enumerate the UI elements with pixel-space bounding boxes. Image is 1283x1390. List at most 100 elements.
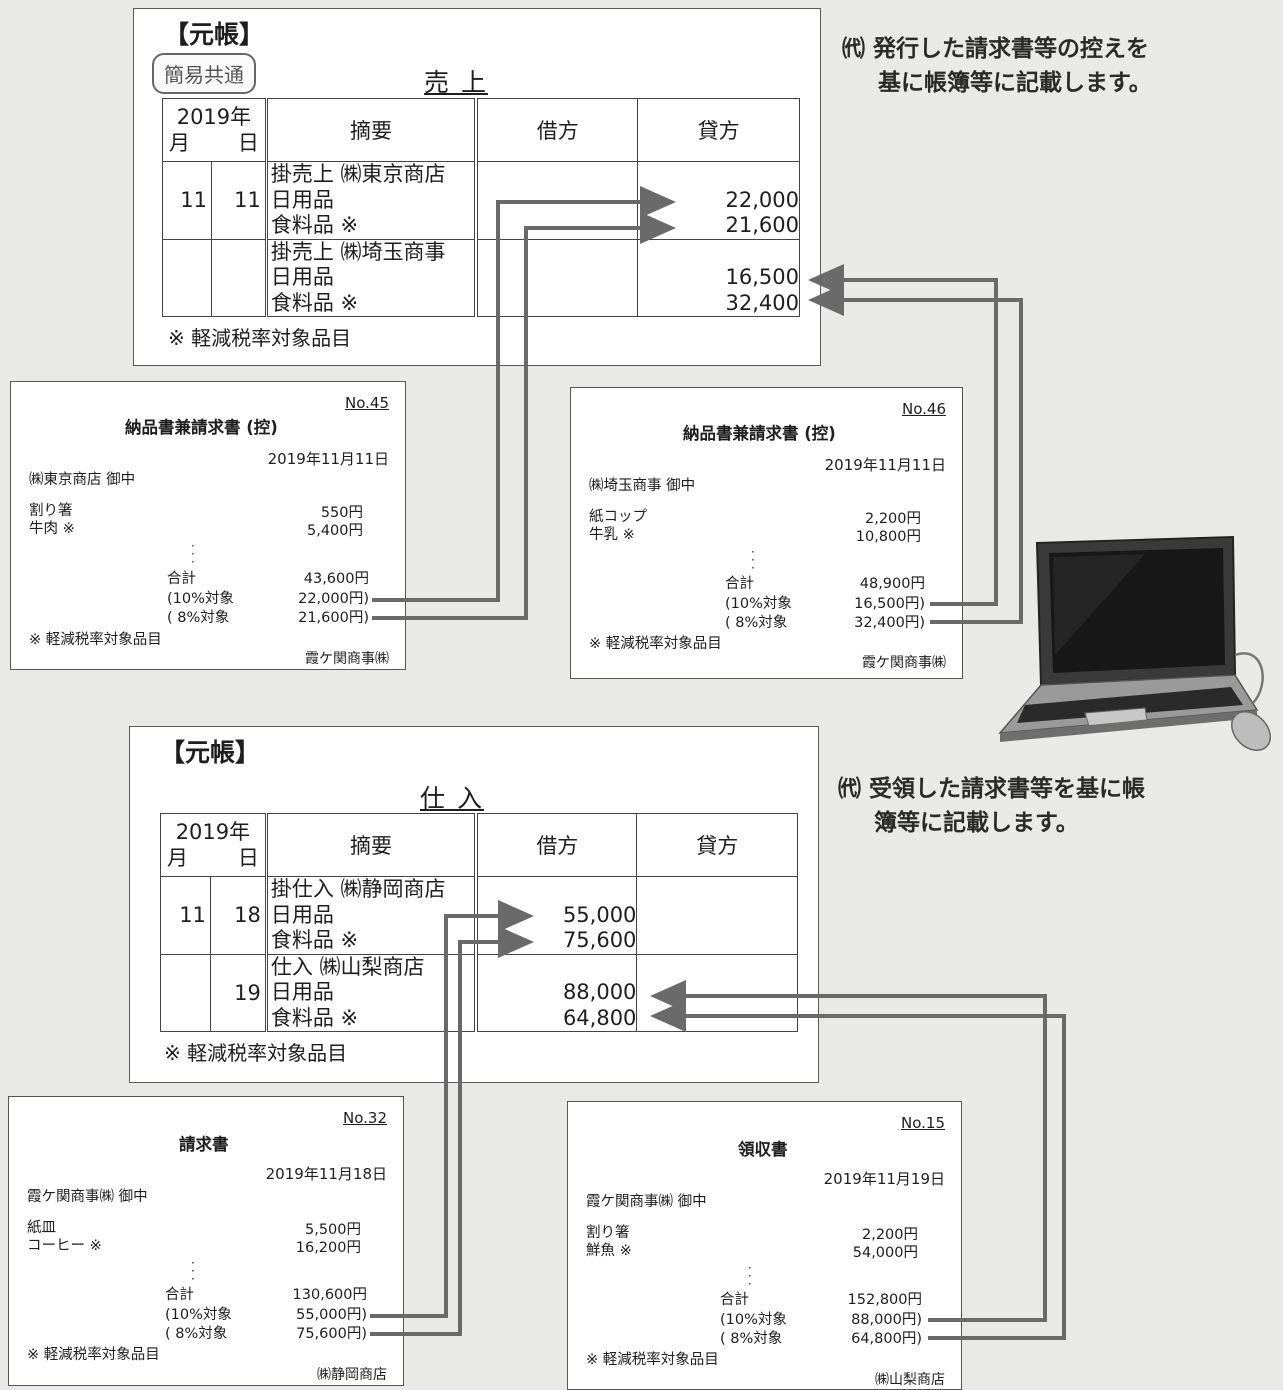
invoice-no32: No.32 請求書 2019年11月18日 霞ケ関商事㈱ 御中 紙皿コーヒー ※… xyxy=(8,1096,404,1386)
credit-value: 32,400 xyxy=(725,290,799,315)
doc-title: 領収書 xyxy=(738,1140,788,1159)
month-cell xyxy=(160,953,211,1032)
ledger-footnote: ※ 軽減税率対象品目 xyxy=(164,1041,348,1065)
month-cell: 11 xyxy=(162,161,212,240)
ledger-header: 【元帳】 xyxy=(164,20,265,49)
doc-items: 割り箸鮮魚 ※ xyxy=(586,1225,632,1259)
summary-cell: 仕入 ㈱山梨商店日用品食料品 ※ xyxy=(264,953,477,1032)
day-cell: 18 xyxy=(209,876,267,955)
doc-footnote: ※ 軽減税率対象品目 xyxy=(586,1352,719,1368)
debit-cell xyxy=(474,238,639,317)
debit-header: 借方 xyxy=(474,813,638,877)
summary-cell: 掛売上 ㈱埼玉商事日用品食料品 ※ xyxy=(264,238,477,317)
doc-footnote: ※ 軽減税率対象品目 xyxy=(29,632,162,648)
credit-value: 22,000 xyxy=(725,187,799,212)
simplified-badge: 簡易共通 xyxy=(152,53,256,94)
debit-value: 88,000 xyxy=(562,980,637,1004)
doc-recipient: 霞ケ関商事㈱ 御中 xyxy=(27,1189,148,1205)
doc-recipient: ㈱東京商店 御中 xyxy=(29,472,136,488)
doc-items: 割り箸牛肉 ※ xyxy=(29,503,75,537)
doc-issuer: 霞ケ関商事㈱ xyxy=(862,655,946,671)
arrow-no45-10pct xyxy=(372,186,676,602)
arrow-no46-8pct xyxy=(808,284,1023,624)
arrow-no15-10pct xyxy=(650,980,1047,1322)
month-cell: 11 xyxy=(160,876,211,955)
doc-issuer: ㈱山梨商店 xyxy=(875,1372,945,1388)
doc-date: 2019年11月19日 xyxy=(823,1170,945,1188)
invoice-copy-no46: No.46 納品書兼請求書 (控) 2019年11月11日 ㈱埼玉商事 御中 紙… xyxy=(570,387,963,679)
doc-number: No.15 xyxy=(901,1114,945,1132)
summary-cell: 掛売上 ㈱東京商店日用品食料品 ※ xyxy=(264,161,477,240)
debit-header: 借方 xyxy=(474,98,639,162)
month-cell xyxy=(162,238,212,317)
credit-header: 貸方 xyxy=(637,98,800,162)
summary-header: 摘要 xyxy=(264,813,477,877)
mouse-icon xyxy=(1231,711,1271,751)
day-cell: 11 xyxy=(210,161,267,240)
day-cell: 19 xyxy=(209,953,267,1032)
credit-value: 21,600 xyxy=(725,213,799,237)
ellipsis-dots: ··· xyxy=(751,545,755,575)
doc-date: 2019年11月11日 xyxy=(824,456,946,474)
date-header: 2019年 月日 xyxy=(160,813,267,877)
memo-received: ㈹ 受領した請求書等を基に帳 簿等に記載します。 xyxy=(838,776,1146,836)
doc-total-labels: 合計(10%対象( 8%対象 xyxy=(165,1287,232,1342)
arrow-no32-8pct xyxy=(370,926,534,1336)
doc-footnote: ※ 軽減税率対象品目 xyxy=(27,1347,160,1363)
doc-number: No.32 xyxy=(343,1109,387,1127)
doc-title: 納品書兼請求書 (控) xyxy=(683,424,836,443)
doc-date: 2019年11月11日 xyxy=(267,450,389,468)
account-title: 売 上 xyxy=(424,68,488,97)
arrow-no15-8pct xyxy=(650,1000,1066,1340)
date-header: 2019年 月日 xyxy=(162,98,267,162)
ellipsis-dots: ··· xyxy=(191,539,195,569)
laptop-icon xyxy=(998,535,1271,751)
arrow-no45-8pct xyxy=(372,212,676,620)
doc-title: 請求書 xyxy=(179,1135,229,1154)
doc-total-labels: 合計(10%対象( 8%対象 xyxy=(720,1292,787,1347)
ledger-header: 【元帳】 xyxy=(160,738,261,767)
doc-date: 2019年11月18日 xyxy=(265,1165,387,1183)
debit-value: 75,600 xyxy=(562,928,637,952)
credit-header: 貸方 xyxy=(636,813,798,877)
doc-total-labels: 合計(10%対象( 8%対象 xyxy=(167,571,234,626)
ledger-footnote: ※ 軽減税率対象品目 xyxy=(168,326,352,350)
ellipsis-dots: ··· xyxy=(191,1256,195,1286)
memo-issued: ㈹ 発行した請求書等の控えを 基に帳簿等に記載します。 xyxy=(842,36,1152,96)
invoice-copy-no45: No.45 納品書兼請求書 (控) 2019年11月11日 ㈱東京商店 御中 割… xyxy=(10,381,406,670)
doc-recipient: 霞ケ関商事㈱ 御中 xyxy=(586,1194,707,1210)
credit-cell xyxy=(636,876,798,955)
doc-total-labels: 合計(10%対象( 8%対象 xyxy=(725,576,792,631)
debit-value: 64,800 xyxy=(562,1005,637,1030)
arrow-no32-10pct xyxy=(370,900,534,1318)
doc-footnote: ※ 軽減税率対象品目 xyxy=(589,636,722,652)
sales-ledger-panel: 【元帳】 簡易共通 売 上 2019年 月日 摘要 借方 貸方 11 11 掛売… xyxy=(133,8,821,366)
ellipsis-dots: ··· xyxy=(748,1261,752,1291)
account-title: 仕 入 xyxy=(420,784,484,813)
doc-items: 紙皿コーヒー ※ xyxy=(27,1220,102,1254)
doc-title: 納品書兼請求書 (控) xyxy=(125,418,278,437)
arrow-no46-10pct xyxy=(808,264,998,606)
doc-issuer: 霞ケ関商事㈱ xyxy=(305,651,389,667)
doc-items: 紙コップ牛乳 ※ xyxy=(589,509,647,543)
purchase-ledger-table: 2019年 月日 摘要 借方 貸方 11 18 掛仕入 ㈱静岡商店日用品食料品 … xyxy=(160,813,798,1032)
doc-number: No.45 xyxy=(345,394,389,412)
purchase-ledger-panel: 【元帳】 仕 入 2019年 月日 摘要 借方 貸方 11 18 掛仕入 ㈱静岡… xyxy=(129,726,819,1083)
summary-cell: 掛仕入 ㈱静岡商店日用品食料品 ※ xyxy=(264,876,477,955)
sales-ledger-table: 2019年 月日 摘要 借方 貸方 11 11 掛売上 ㈱東京商店日用品食料品 … xyxy=(162,98,800,317)
doc-issuer: ㈱静岡商店 xyxy=(317,1367,387,1383)
credit-value: 16,500 xyxy=(725,265,799,289)
